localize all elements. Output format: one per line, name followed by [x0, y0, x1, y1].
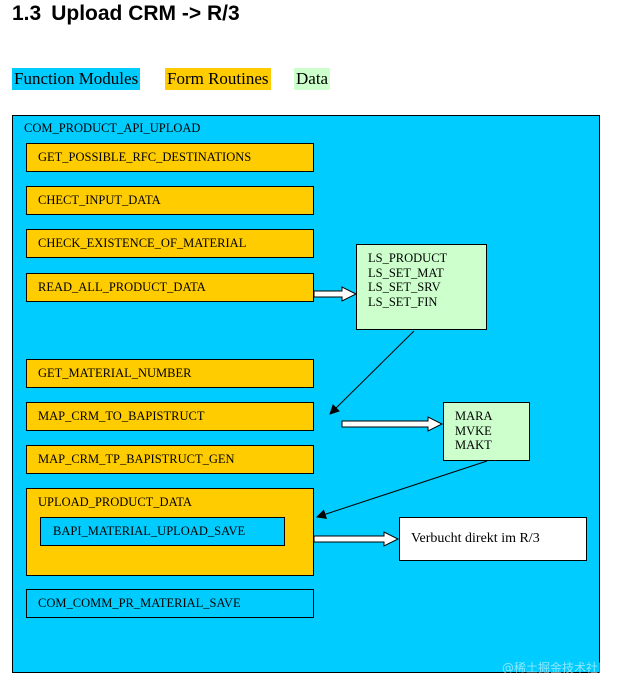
- legend-function-modules: Function Modules: [12, 68, 141, 90]
- data-item-ls-set-mat: LS_SET_MAT: [368, 265, 444, 280]
- data-item-ls-set-fin: LS_SET_FIN: [368, 294, 438, 309]
- data-item-makt: MAKT: [455, 438, 492, 452]
- data-item-mara: MARA: [455, 409, 493, 423]
- section-number: 1.3: [12, 2, 42, 25]
- data-item-ls-set-srv: LS_SET_SRV: [368, 280, 441, 294]
- form-routine-read-all-product-data: READ_ALL_PRODUCT_DATA: [26, 273, 314, 302]
- data-item-ls-product: LS_PRODUCT: [368, 251, 448, 265]
- block-arrow-read-to-ls: [313, 286, 358, 302]
- form-routine-chect-input-data: CHECT_INPUT_DATA: [26, 186, 314, 215]
- watermark: @稀土掘金技术社区: [502, 661, 611, 675]
- data-item-mvke: MVKE: [455, 423, 492, 438]
- arrow-tables-to-upload: [316, 460, 488, 519]
- result-box-verbucht: Verbucht direkt im R/3: [399, 517, 587, 561]
- legend-data: Data: [294, 68, 331, 90]
- function-bapi-material-upload-save: BAPI_MATERIAL_UPLOAD_SAVE: [40, 517, 285, 546]
- form-routine-map-crm-tp-bapistruct-gen: MAP_CRM_TP_BAPISTRUCT_GEN: [26, 445, 314, 474]
- main-function-title: COM_PRODUCT_API_UPLOAD: [24, 121, 201, 135]
- form-routine-get-material-number: GET_MATERIAL_NUMBER: [26, 359, 314, 388]
- function-com-comm-pr-material-save: COM_COMM_PR_MATERIAL_SAVE: [26, 589, 314, 618]
- legend-form-routines: Form Routines: [165, 68, 271, 90]
- section-heading: 1.3 Upload CRM -> R/3: [12, 2, 240, 26]
- data-box-tables: MARA MVKE MAKT: [443, 402, 530, 461]
- arrow-ls-to-map: [329, 330, 415, 415]
- block-arrow-bapi-to-result: [313, 531, 400, 547]
- form-routine-get-possible-rfc-destinations: GET_POSSIBLE_RFC_DESTINATIONS: [26, 143, 314, 172]
- data-box-ls-structures: LS_PRODUCT LS_SET_MAT LS_SET_SRV LS_SET_…: [356, 244, 487, 330]
- section-title: Upload CRM -> R/3: [51, 2, 240, 25]
- upload-product-data-title: UPLOAD_PRODUCT_DATA: [38, 495, 192, 509]
- block-arrow-map-to-tables: [341, 416, 444, 432]
- form-routine-check-existence-of-material: CHECK_EXISTENCE_OF_MATERIAL: [26, 229, 314, 258]
- form-routine-map-crm-to-bapistruct: MAP_CRM_TO_BAPISTRUCT: [26, 402, 314, 431]
